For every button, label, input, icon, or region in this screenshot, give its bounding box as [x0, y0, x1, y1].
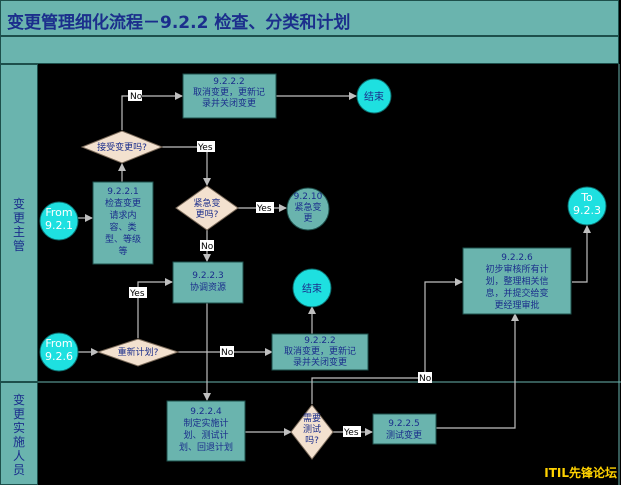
node-label-step-92210-line-2: 紧急变 [294, 201, 321, 213]
node-label-dec-accept-line-1: 接受变更吗? [97, 141, 147, 153]
watermark-text: ITIL先锋论坛 [544, 466, 617, 480]
label-bg-yes-urgent [256, 202, 274, 213]
node-label-dec-urgent-line-1: 紧急变 [193, 197, 220, 209]
decision-need-test [290, 404, 334, 460]
label-no-test: No [419, 374, 432, 384]
node-label-dec-replan-line-1: 重新计划? [118, 346, 159, 358]
label-bg-no-urgent [200, 240, 214, 251]
node-label-step-9226-line-5: 更经理审批 [494, 299, 539, 311]
node-label-step-9222-top-line-2: 取消变更，更新记 [193, 86, 265, 98]
node-label-from-926-line-2: 9.2.6 [45, 350, 73, 363]
decision-replan [96, 338, 180, 367]
decision-accept-change [80, 130, 164, 164]
node-label-from-926-line-1: From [45, 337, 72, 350]
node-label-dec-test-line-1: 需要 [303, 413, 321, 424]
node-label-step-9226-line-3: 划，整理相关信 [485, 275, 548, 287]
node-label-step-9221-line-1: 9.2.2.1 [107, 187, 139, 197]
node-label-to-923-line-1: To [580, 191, 593, 204]
page-title: 变更管理细化流程－9.2.2 检查、分类和计划 [7, 13, 351, 33]
node-label-from-921-line-1: From [45, 206, 72, 219]
node-label-step-9222-mid-line-3: 录并关闭变更 [293, 356, 347, 368]
node-label-step-9222-mid-line-2: 取消变更，更新记 [284, 345, 356, 357]
node-label-step-92210-line-3: 更 [303, 213, 312, 224]
terminal-end-top [356, 78, 392, 114]
lane-label-implementer: 变更实施人员 [12, 393, 25, 477]
node-texts: From9.2.1From9.2.6To9.2.3结束结束9.2.2.2取消变更… [45, 77, 601, 453]
process-cancel-change-top [182, 73, 277, 119]
node-label-step-9224-line-3: 划、测试计 [183, 429, 228, 441]
node-label-step-9225-line-1: 9.2.2.5 [388, 419, 420, 429]
node-label-step-9226-line-2: 初步审核所有计 [485, 263, 548, 275]
node-label-dec-urgent-line-2: 更吗? [196, 209, 219, 220]
node-label-from-921-line-2: 9.2.1 [45, 219, 73, 232]
label-no-replan: No [221, 348, 234, 358]
node-label-step-9223-line-2: 协调资源 [190, 281, 226, 293]
label-bg-yes-test [343, 426, 361, 437]
process-coordinate-resources [172, 261, 244, 304]
label-bg-no-replan [220, 346, 234, 357]
node-label-step-9221-line-3: 请求内 [109, 209, 136, 221]
label-yes-urgent: Yes [256, 204, 272, 214]
process-make-plans [166, 400, 246, 462]
label-yes-replan: Yes [129, 289, 145, 299]
connector-to-923 [567, 186, 607, 226]
node-label-step-9221-line-5: 型、等级 [105, 233, 141, 245]
label-bg-yes-replan [129, 287, 147, 298]
node-label-step-9224-line-4: 划、回退计划 [179, 441, 233, 453]
node-label-to-923-line-2: 9.2.3 [573, 204, 601, 217]
process-check-request [92, 181, 154, 265]
label-no-urgent: No [201, 242, 214, 252]
node-label-step-9226-line-4: 息，并提交给变 [485, 287, 548, 299]
node-label-end-mid-line-1: 结束 [302, 282, 322, 295]
label-bg-yes-accept [197, 141, 215, 152]
title-bar: 变更管理细化流程－9.2.2 检查、分类和计划 [0, 0, 619, 36]
node-label-step-9221-line-4: 容、类 [109, 221, 136, 233]
process-test-change [372, 413, 437, 445]
node-label-dec-test-line-2: 测试 [303, 423, 321, 435]
node-label-step-9223-line-1: 9.2.2.3 [192, 271, 224, 281]
edge-review-to-923 [572, 225, 591, 283]
node-label-step-9222-top-line-1: 9.2.2.2 [213, 77, 245, 87]
label-yes-test: Yes [343, 428, 359, 438]
lane-header-manager: 变更主管 [0, 64, 38, 382]
process-emergency-change [286, 187, 330, 231]
node-label-step-9222-top-line-3: 录并关闭变更 [202, 97, 256, 109]
connector-from-921 [39, 201, 79, 241]
node-label-step-9224-line-2: 制定实施计 [183, 417, 228, 429]
node-label-step-9226-line-1: 9.2.2.6 [501, 253, 533, 263]
node-label-step-9224-line-1: 9.2.2.4 [190, 407, 222, 417]
node-label-step-9221-line-2: 检查变更 [105, 197, 141, 209]
decision-urgent-change [175, 185, 239, 231]
label-yes-accept: Yes [197, 143, 213, 153]
node-label-step-9225-line-2: 测试变更 [386, 429, 422, 441]
label-no-accept: No [130, 92, 143, 102]
label-bg-no-test [418, 372, 432, 383]
lane-label-manager: 变更主管 [12, 197, 25, 253]
lane-header-implementer: 变更实施人员 [0, 382, 38, 485]
edge-replan-yes [137, 278, 173, 338]
label-bg-no-top [128, 90, 142, 101]
header-strip [0, 36, 619, 64]
node-label-step-9222-mid-line-1: 9.2.2.2 [304, 336, 336, 346]
edge-accept-no [121, 92, 183, 130]
process-initial-review [462, 247, 572, 315]
terminal-end-mid [292, 268, 332, 308]
connector-from-926 [39, 332, 79, 372]
edge-testchange-to-review [436, 313, 519, 429]
node-label-step-9221-line-6: 等 [118, 245, 127, 257]
node-label-dec-test-line-3: 吗? [305, 435, 319, 446]
node-label-step-92210-line-1: 9.2.10 [294, 192, 323, 202]
process-cancel-change-mid [271, 333, 369, 371]
node-label-end-top-line-1: 结束 [364, 90, 384, 103]
